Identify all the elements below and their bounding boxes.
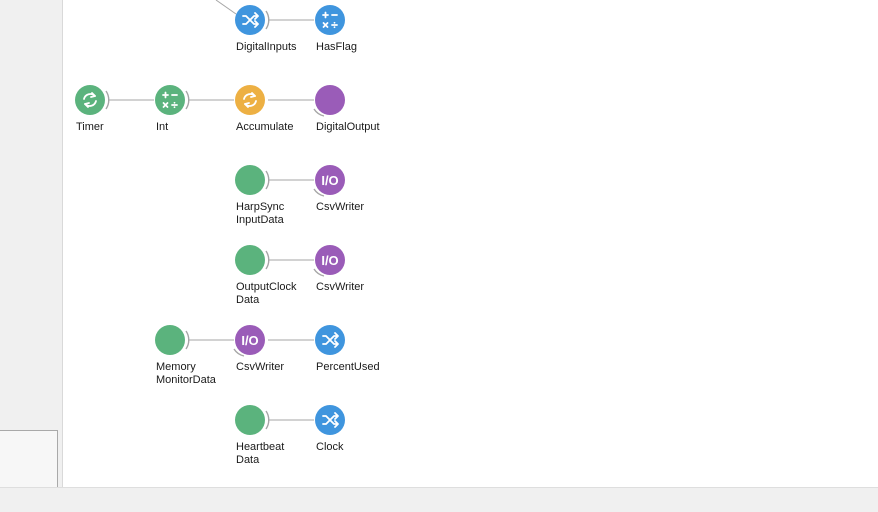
node-accumulate[interactable]: Accumulate: [235, 85, 293, 133]
bottom-status-bar: [0, 487, 878, 512]
node-memory-monitordata[interactable]: Memory MonitorData: [155, 325, 217, 386]
node-label-line1: Memory: [156, 361, 196, 373]
node-int-circle[interactable]: [155, 85, 185, 115]
output-port: [265, 250, 270, 270]
panel-divider[interactable]: [62, 0, 63, 487]
node-accumulate-circle[interactable]: [235, 85, 265, 115]
input-port: [233, 348, 245, 357]
output-port: [265, 410, 270, 430]
output-port: [185, 330, 190, 350]
left-panel-box: [0, 430, 58, 488]
node-csvwriter-3[interactable]: I/O CsvWriter: [233, 325, 284, 373]
node-memory-circle[interactable]: [155, 325, 185, 355]
node-csvwriter-circle[interactable]: [315, 165, 345, 195]
node-label: PercentUsed: [316, 361, 380, 373]
output-port: [105, 90, 110, 110]
svg-text:I/O: I/O: [321, 253, 338, 268]
node-label: DigitalInputs: [236, 41, 297, 53]
node-harpsync-circle[interactable]: [235, 165, 265, 195]
node-has-flag-circle[interactable]: [315, 5, 345, 35]
input-port: [313, 188, 325, 197]
node-csvwriter-1[interactable]: I/O CsvWriter: [313, 165, 364, 213]
output-port: [185, 90, 190, 110]
output-port: [265, 10, 270, 30]
node-timer[interactable]: Timer: [75, 85, 110, 133]
output-port: [265, 170, 270, 190]
workflow-canvas[interactable]: [63, 0, 878, 487]
node-label-line1: Heartbeat: [236, 441, 284, 453]
edge-incoming-digitalinputs: [215, 0, 237, 15]
node-csvwriter-circle[interactable]: [235, 325, 265, 355]
svg-text:I/O: I/O: [321, 173, 338, 188]
node-label-line2: Data: [236, 454, 260, 466]
node-percent-used[interactable]: PercentUsed: [315, 325, 380, 373]
node-digital-output[interactable]: DigitalOutput: [313, 85, 380, 133]
node-clock[interactable]: Clock: [315, 405, 345, 453]
node-harpsync-inputdata[interactable]: HarpSync InputData: [235, 165, 285, 226]
node-heartbeat-circle[interactable]: [235, 405, 265, 435]
node-label: Int: [156, 121, 168, 133]
edges: [108, 0, 314, 421]
node-label: Clock: [316, 441, 344, 453]
node-label-line2: Data: [236, 294, 260, 306]
node-digital-inputs[interactable]: DigitalInputs: [235, 5, 297, 53]
node-timer-circle[interactable]: [75, 85, 105, 115]
node-outputclock-circle[interactable]: [235, 245, 265, 275]
node-heartbeat-data[interactable]: Heartbeat Data: [235, 405, 284, 466]
io-icon: I/O: [241, 333, 258, 348]
node-label-line2: InputData: [236, 214, 285, 226]
node-label-line1: OutputClock: [236, 281, 297, 293]
node-int[interactable]: Int: [155, 85, 190, 133]
node-label-line1: HarpSync: [236, 201, 285, 213]
node-label: CsvWriter: [236, 361, 284, 373]
node-label: HasFlag: [316, 41, 357, 53]
node-label: Timer: [76, 121, 104, 133]
io-icon: I/O: [321, 173, 338, 188]
io-icon: I/O: [321, 253, 338, 268]
node-digital-output-circle[interactable]: [315, 85, 345, 115]
input-port: [313, 108, 325, 117]
node-csvwriter-2[interactable]: I/O CsvWriter: [313, 245, 364, 293]
node-has-flag[interactable]: HasFlag: [315, 5, 357, 53]
node-label: Accumulate: [236, 121, 293, 133]
node-label: DigitalOutput: [316, 121, 380, 133]
node-label-line2: MonitorData: [156, 374, 217, 386]
node-outputclock-data[interactable]: OutputClock Data: [235, 245, 297, 306]
node-label: CsvWriter: [316, 201, 364, 213]
input-port: [313, 268, 325, 277]
node-label: CsvWriter: [316, 281, 364, 293]
node-csvwriter-circle[interactable]: [315, 245, 345, 275]
svg-text:I/O: I/O: [241, 333, 258, 348]
left-panel: [0, 0, 62, 487]
